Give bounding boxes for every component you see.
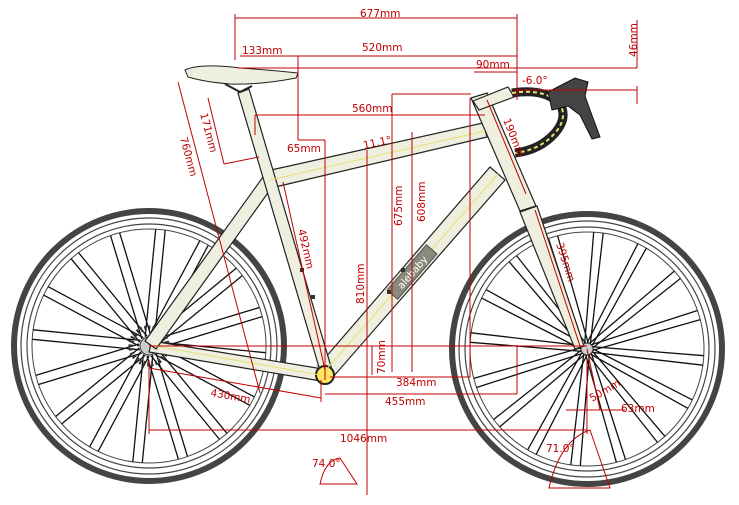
spoke <box>97 355 150 452</box>
spoke <box>35 343 140 377</box>
dim-stack-608: 608mm <box>416 182 428 223</box>
spoke <box>591 309 698 346</box>
dim-bb-height: 810mm <box>355 264 367 305</box>
dim-seat-angle: 74.0° <box>312 458 341 470</box>
spoke <box>592 348 693 401</box>
spoke <box>588 270 675 344</box>
spoke <box>591 247 647 347</box>
dim-front-center: 384mm <box>396 377 437 389</box>
dim-head-angle: 71.0° <box>546 443 575 455</box>
spoke <box>485 289 585 345</box>
spoke <box>592 318 701 351</box>
spoke <box>570 353 585 465</box>
rear-spokes <box>32 229 266 463</box>
dim-saddle-height-short: 171mm <box>197 112 219 154</box>
spoke <box>556 235 589 344</box>
spoke <box>592 346 704 357</box>
spoke <box>158 315 263 349</box>
spoke <box>493 349 582 421</box>
dim-chainstay: 430mm <box>209 387 251 406</box>
spoke <box>89 351 142 448</box>
spoke <box>157 349 228 434</box>
dim-reach-bars: 520mm <box>362 42 403 54</box>
spoke <box>155 306 260 340</box>
spoke <box>154 353 251 406</box>
spoke <box>499 354 586 428</box>
spoke <box>38 352 143 386</box>
spoke <box>148 240 201 337</box>
spoke <box>158 341 266 354</box>
spoke <box>70 258 141 343</box>
spoke <box>584 232 595 344</box>
spoke <box>586 243 639 344</box>
spoke <box>473 347 582 380</box>
dim-bb-drop: 70mm <box>376 340 388 374</box>
spoke <box>527 351 583 451</box>
spoke <box>61 354 146 425</box>
dim-seat-height: 760mm <box>177 136 199 178</box>
spoke <box>158 274 243 345</box>
saddle <box>184 65 299 94</box>
spoke <box>150 355 221 440</box>
dim-seat-offset: 65mm <box>287 143 321 155</box>
spoke <box>109 235 143 340</box>
spoke <box>118 232 152 337</box>
dim-stem-angle: -6.0° <box>522 75 548 87</box>
spoke <box>470 341 582 352</box>
dim-top-overall: 677mm <box>360 8 401 20</box>
spoke <box>592 277 681 349</box>
spoke <box>32 338 140 351</box>
spoke <box>471 332 583 347</box>
spoke <box>592 350 666 437</box>
handlebar <box>472 77 601 158</box>
spoke <box>141 355 154 463</box>
spoke <box>585 354 618 463</box>
spoke <box>47 286 144 339</box>
spoke <box>146 355 180 460</box>
spoke <box>132 354 145 462</box>
dim-reach-saddle: 133mm <box>242 45 283 57</box>
spoke <box>33 329 141 342</box>
spoke <box>481 297 582 350</box>
dim-stack-675: 675mm <box>393 186 405 227</box>
dim-stem-length: 90mm <box>476 59 510 71</box>
spoke <box>587 354 659 443</box>
dim-top-tube: 560mm <box>352 103 393 115</box>
dim-stem-rise: 46mm <box>628 23 640 57</box>
dim-top-tube-angle: 11.1° <box>362 134 393 152</box>
spoke <box>55 347 140 418</box>
spoke <box>153 230 166 338</box>
spoke <box>590 353 627 460</box>
spoke <box>476 352 583 389</box>
dim-wheel-front: 455mm <box>385 396 426 408</box>
spoke <box>589 353 689 409</box>
spoke <box>535 354 588 455</box>
dim-trail: 63mm <box>621 403 655 415</box>
spoke <box>77 252 148 337</box>
spoke <box>591 351 703 366</box>
spoke <box>589 233 604 345</box>
spoke <box>43 294 140 347</box>
dim-wheelbase: 1046mm <box>340 433 387 445</box>
spoke <box>144 229 157 337</box>
